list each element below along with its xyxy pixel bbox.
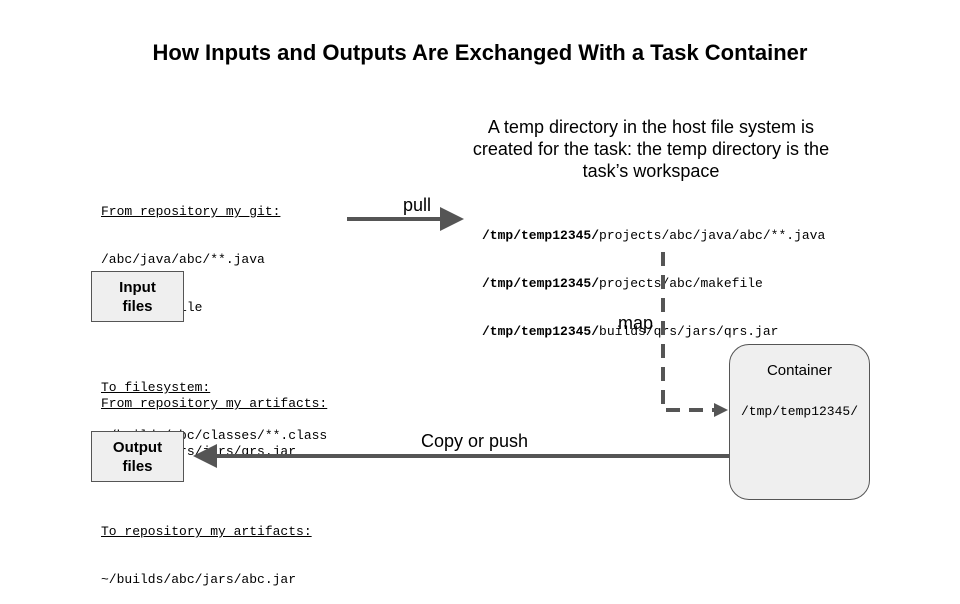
workspace-path-rest: projects/abc/java/abc/**.java [599,228,826,243]
map-label: map [618,313,654,333]
task-container: Container /tmp/temp12345/ [729,344,870,500]
workspace-path-rest: projects/abc/makefile [599,276,763,291]
map-arrowhead [714,403,728,417]
output-artifacts-heading: To repository my_artifacts: [101,524,312,539]
copy-push-label: Copy or push [421,431,529,451]
workspace-path-prefix: /tmp/temp12345/ [482,228,600,243]
workspace-paths: /tmp/temp12345/projects/abc/java/abc/**.… [482,196,825,356]
output-path: ~/builds/abc/jars/abc.jar [101,572,297,587]
output-files-box: Output files [91,431,184,482]
workspace-path: /tmp/temp12345/projects/abc/makefile [482,276,825,292]
input-box-label: files [122,297,153,315]
input-path: /abc/java/abc/**.java [101,252,265,267]
workspace-path-rest: builds/qrs/jars/qrs.jar [599,324,779,339]
pull-label: pull [403,195,432,215]
arrows-layer [193,207,729,468]
artifacts-repo-heading: From repository my_artifacts: [101,396,328,411]
workspace-path-prefix: /tmp/temp12345/ [482,276,600,291]
input-files-box: Input files [91,271,184,322]
git-repo-heading: From repository my_git: [101,204,281,219]
workspace-path-prefix: /tmp/temp12345/ [482,324,600,339]
workspace-description: A temp directory in the host file system… [472,117,830,181]
diagram-title: How Inputs and Outputs Are Exchanged Wit… [152,40,808,65]
container-title: Container [766,362,833,379]
workspace-path: /tmp/temp12345/builds/qrs/jars/qrs.jar [482,324,825,340]
container-mount-path: /tmp/temp12345/ [740,404,859,419]
output-box-label: Output [112,438,163,456]
output-box-label: files [122,457,153,475]
workspace-path: /tmp/temp12345/projects/abc/java/abc/**.… [482,228,825,244]
filesystem-heading: To filesystem: [101,380,211,395]
map-arrow [661,252,722,412]
input-box-label: Input [119,278,156,296]
